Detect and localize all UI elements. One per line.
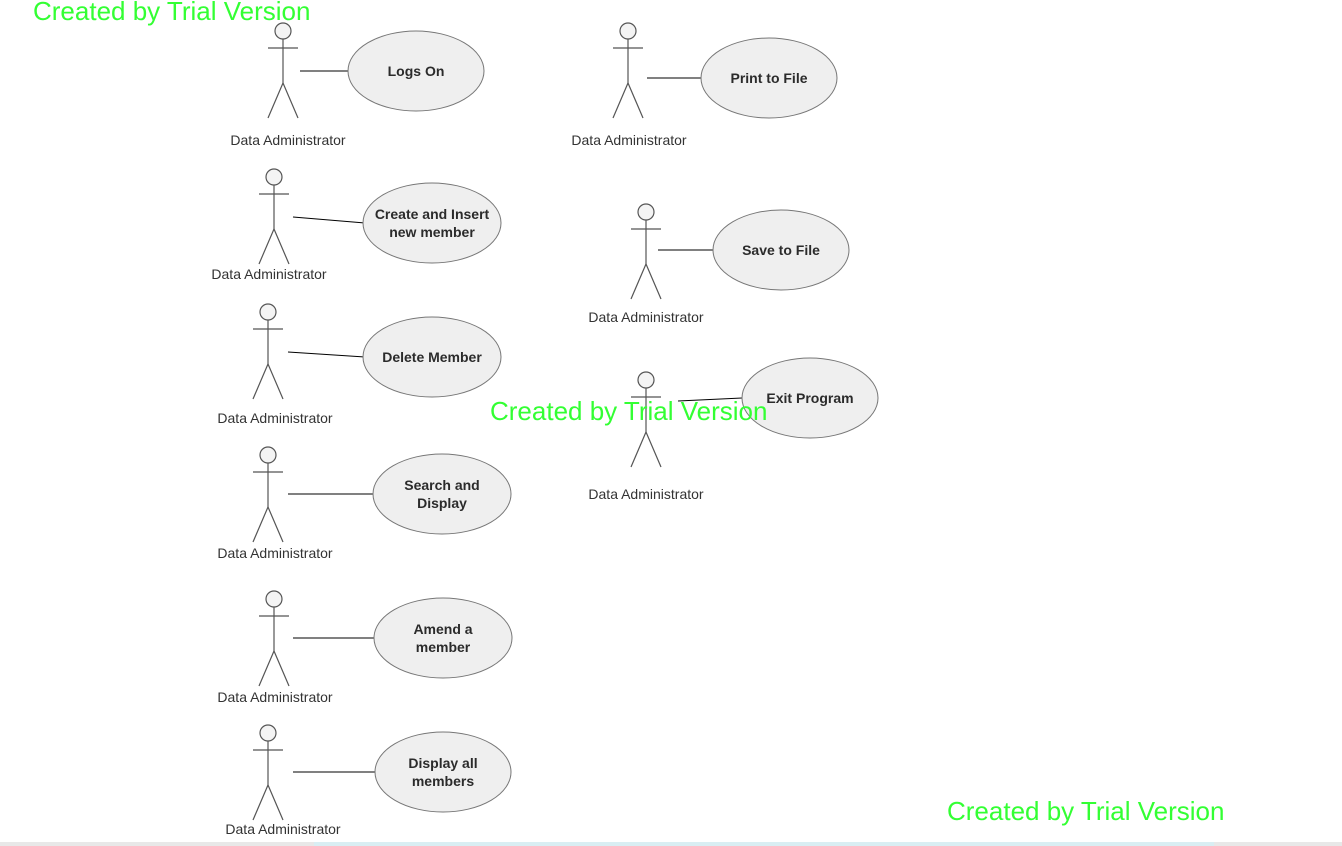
- use-case-delete-member[interactable]: Delete Member: [362, 316, 502, 398]
- use-case-display-all[interactable]: Display all members: [374, 731, 512, 813]
- actor-leg-right: [273, 228, 290, 265]
- use-case-ellipse: [700, 37, 838, 119]
- use-case-label: member: [416, 639, 471, 655]
- use-case-label: Display all: [408, 755, 477, 771]
- actor-label: Data Administrator: [571, 132, 686, 148]
- actor-3: [252, 303, 284, 400]
- actor-8: [630, 203, 662, 300]
- use-case-ellipse: [362, 182, 502, 264]
- use-case-label: Save to File: [742, 242, 820, 258]
- actor-head: [259, 724, 277, 742]
- association-line: [292, 216, 366, 224]
- actor-leg-left: [252, 363, 269, 400]
- actor-label: Data Administrator: [217, 410, 332, 426]
- actor-leg-right: [645, 431, 662, 468]
- actor-label: Data Administrator: [230, 132, 345, 148]
- actor-leg-left: [630, 431, 647, 468]
- actor-1: [267, 22, 299, 119]
- actor-leg-left: [258, 650, 275, 687]
- actor-leg-left: [612, 82, 629, 119]
- actor-4: [252, 446, 284, 543]
- actor-head: [265, 168, 283, 186]
- actor-2: [258, 168, 290, 265]
- use-case-label: Search and: [404, 477, 479, 493]
- use-case-ellipse: [712, 209, 850, 291]
- association-line: [287, 351, 366, 358]
- actor-leg-left: [252, 784, 269, 821]
- actor-leg-right: [645, 263, 662, 300]
- actor-leg-left: [258, 228, 275, 265]
- actor-leg-left: [252, 506, 269, 543]
- use-case-ellipse: [741, 357, 879, 439]
- actor-head: [259, 446, 277, 464]
- use-case-label: Amend a: [413, 621, 472, 637]
- use-case-ellipse: [374, 731, 512, 813]
- actor-label: Data Administrator: [211, 266, 326, 282]
- horizontal-scrollbar[interactable]: [314, 842, 1214, 846]
- actor-label: Data Administrator: [225, 821, 340, 837]
- use-case-label: Print to File: [731, 70, 808, 86]
- actor-7: [612, 22, 644, 119]
- actor-head: [637, 371, 655, 389]
- actor-leg-left: [267, 82, 284, 119]
- actor-5: [258, 590, 290, 687]
- actor-label: Data Administrator: [588, 309, 703, 325]
- actor-leg-right: [273, 650, 290, 687]
- actor-leg-right: [627, 82, 644, 119]
- actor-leg-right: [267, 363, 284, 400]
- actor-head: [637, 203, 655, 221]
- actor-label: Data Administrator: [217, 545, 332, 561]
- use-case-save-to-file[interactable]: Save to File: [712, 209, 850, 291]
- use-case-ellipse: [362, 316, 502, 398]
- actor-label: Data Administrator: [217, 689, 332, 705]
- use-case-ellipse: [373, 597, 513, 679]
- use-case-label: new member: [389, 224, 475, 240]
- use-case-label: members: [412, 773, 474, 789]
- actor-leg-right: [267, 506, 284, 543]
- use-case-exit-program[interactable]: Exit Program: [741, 357, 879, 439]
- association-line: [677, 397, 743, 402]
- watermark-top-left: Created by Trial Version: [33, 0, 311, 26]
- actor-head: [259, 303, 277, 321]
- actor-6: [252, 724, 284, 821]
- actor-head: [619, 22, 637, 40]
- actor-head: [265, 590, 283, 608]
- use-case-label: Create and Insert: [375, 206, 490, 222]
- use-case-label: Exit Program: [766, 390, 853, 406]
- use-case-print-to-file[interactable]: Print to File: [700, 37, 838, 119]
- actor-leg-left: [630, 263, 647, 300]
- actor-9: [630, 371, 662, 468]
- use-case-logs-on[interactable]: Logs On: [347, 30, 485, 112]
- actor-label: Data Administrator: [588, 486, 703, 502]
- use-case-ellipse: [372, 453, 512, 535]
- actor-leg-right: [267, 784, 284, 821]
- watermark-center: Created by Trial Version: [490, 396, 768, 426]
- use-case-label: Delete Member: [382, 349, 482, 365]
- use-case-label: Logs On: [388, 63, 445, 79]
- watermark-bottom-right: Created by Trial Version: [947, 796, 1225, 826]
- use-case-label: Display: [417, 495, 467, 511]
- use-case-ellipse: [347, 30, 485, 112]
- actor-leg-right: [282, 82, 299, 119]
- use-case-create-insert[interactable]: Create and Insert new member: [362, 182, 502, 264]
- use-case-amend-member[interactable]: Amend a member: [373, 597, 513, 679]
